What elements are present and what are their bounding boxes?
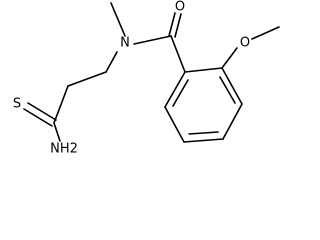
bond-chain-1	[53, 85, 69, 124]
atom-amine-label: NH2	[50, 142, 78, 157]
ring-bond-3	[222, 103, 243, 140]
bond-c-o-double-a	[168, 12, 176, 37]
ring-bond-1	[184, 67, 223, 73]
atom-amide-nitrogen-label: N	[120, 36, 130, 51]
bond-c-o-double-b	[174, 13, 182, 38]
bond-ring-oxygen	[221, 47, 238, 69]
ring-bond-5	[164, 106, 185, 143]
bond-c-s-double-b	[27, 102, 57, 121]
bond-c-nh2	[53, 122, 61, 142]
atom-labels: S NH2 N O O	[13, 0, 250, 157]
atom-amine-text: NH2	[50, 142, 78, 157]
bond-chain-3	[105, 51, 118, 73]
chemical-structure: S NH2 N O O	[13, 0, 280, 157]
bond-n-carbonyl	[133, 35, 172, 45]
atom-carbonyl-oxygen-label: O	[175, 0, 185, 15]
bond-n-methyl	[110, 2, 126, 37]
bond-c-s-double-a	[23, 108, 53, 127]
bond-oxygen-methyl	[251, 26, 280, 40]
atom-ether-oxygen-label: O	[240, 36, 250, 51]
ring-inner-2	[188, 131, 219, 135]
atom-sulfur-label: S	[13, 97, 21, 112]
bond-carbonyl-ring	[170, 35, 186, 73]
ring-inner-1	[219, 76, 236, 104]
ring-inner-3	[172, 79, 189, 107]
ring-bond-4	[183, 138, 224, 143]
bonds	[23, 2, 280, 143]
bond-chain-2	[67, 71, 107, 87]
ring-bond-6	[164, 71, 186, 108]
ring-bond-2	[221, 67, 243, 105]
